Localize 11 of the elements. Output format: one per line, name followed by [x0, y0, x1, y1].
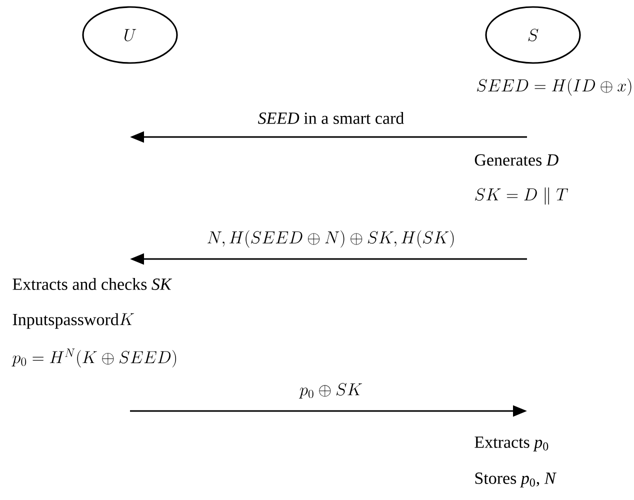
message-label: $p_0 \oplus SK$ [298, 383, 362, 399]
step-note: $p_0 = H^N(K \oplus SEED)$ [12, 348, 176, 368]
step-note: Extracts and checks SK [12, 278, 172, 290]
message-label: $N, H(SEED \oplus N) \oplus SK, H(SK)$ [208, 230, 454, 248]
step-note: $\text{Inputspassword}K$ [12, 313, 134, 329]
step-note: $SEED = H(ID \oplus x)$ [476, 78, 632, 96]
message-label: SEED in a smart card [258, 112, 404, 124]
step-note: $SK = D \parallel T$ [475, 187, 568, 205]
step-note: Extracts p$_{0}$ [474, 436, 548, 452]
step-note: Generates D [474, 154, 558, 166]
step-note: Stores p$_{0}$, N [475, 472, 557, 488]
